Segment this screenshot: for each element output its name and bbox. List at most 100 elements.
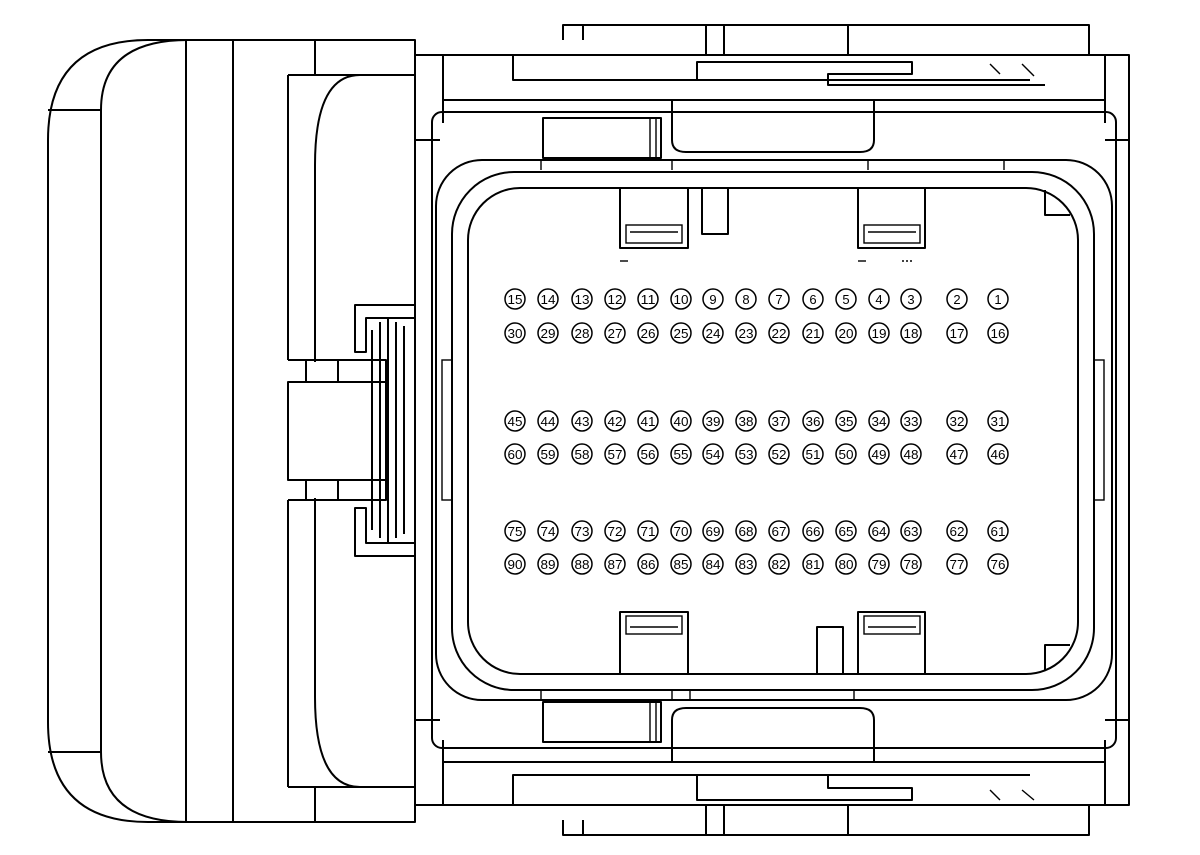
- pin-number: 33: [904, 414, 919, 429]
- pin-number: 88: [575, 557, 590, 572]
- pin-ring: [802, 322, 824, 344]
- pin-ring: [670, 553, 692, 575]
- pin-cavity: 76: [987, 553, 1009, 575]
- pin-ring: [637, 520, 659, 542]
- pin-ring: [987, 288, 1009, 310]
- pin-number: 5: [842, 292, 849, 307]
- pin-number: 47: [950, 447, 965, 462]
- pin-ring: [900, 443, 922, 465]
- pin-cavity: 1: [987, 288, 1009, 310]
- pin-number: 68: [739, 524, 754, 539]
- pin-number: 13: [575, 292, 590, 307]
- pin-number: 11: [641, 292, 656, 307]
- pin-number: 80: [839, 557, 854, 572]
- pin-cavity: 20: [835, 322, 857, 344]
- seal-outline: [451, 171, 1095, 691]
- pin-number: 58: [575, 447, 590, 462]
- pin-ring: [768, 322, 790, 344]
- pin-cavity: 37: [768, 410, 790, 432]
- pin-cavity: 35: [835, 410, 857, 432]
- pin-ring: [900, 553, 922, 575]
- pin-cavity: 14: [537, 288, 559, 310]
- pin-ring: [735, 443, 757, 465]
- pin-cavity: 79: [868, 553, 890, 575]
- pin-number: 19: [872, 326, 887, 341]
- pin-cavity: 90: [504, 553, 526, 575]
- pin-cavity: 36: [802, 410, 824, 432]
- pin-ring: [670, 410, 692, 432]
- pin-number: 21: [806, 326, 821, 341]
- pin-ring: [900, 322, 922, 344]
- pin-cavity: 69: [702, 520, 724, 542]
- pin-ring: [537, 322, 559, 344]
- pin-number: 76: [991, 557, 1006, 572]
- pin-number: 31: [991, 414, 1006, 429]
- pin-ring: [768, 288, 790, 310]
- pin-number: 73: [575, 524, 590, 539]
- pin-ring: [987, 520, 1009, 542]
- pin-number: 52: [772, 447, 787, 462]
- pin-cavity: 11: [637, 288, 659, 310]
- pin-cavity: 61: [987, 520, 1009, 542]
- pin-ring: [702, 322, 724, 344]
- pin-number: 71: [641, 524, 656, 539]
- pin-number: 45: [508, 414, 523, 429]
- pin-number: 46: [991, 447, 1006, 462]
- pin-number: 86: [641, 557, 656, 572]
- pin-cavity: 63: [900, 520, 922, 542]
- pin-cavity: 49: [868, 443, 890, 465]
- pin-cavity: 48: [900, 443, 922, 465]
- pin-ring: [835, 288, 857, 310]
- bottom-keys: [619, 611, 926, 675]
- pin-ring: [735, 553, 757, 575]
- pin-ring: [504, 322, 526, 344]
- pin-ring: [670, 520, 692, 542]
- housing-outer: [414, 54, 1130, 806]
- pin-cavity: 60: [504, 443, 526, 465]
- pin-number: 18: [904, 326, 919, 341]
- pin-cavity: 87: [604, 553, 626, 575]
- pin-number: 75: [508, 524, 523, 539]
- pin-cavity: 19: [868, 322, 890, 344]
- bottom-lock: [512, 701, 1090, 836]
- pin-number: 27: [608, 326, 623, 341]
- pin-number: 12: [608, 292, 623, 307]
- pin-cavity: 45: [504, 410, 526, 432]
- pin-number: 62: [950, 524, 965, 539]
- pin-cavity: 30: [504, 322, 526, 344]
- pin-number: 79: [872, 557, 887, 572]
- pin-cavity: 23: [735, 322, 757, 344]
- pin-number: 16: [991, 326, 1006, 341]
- pin-ring: [504, 520, 526, 542]
- pin-ring: [900, 520, 922, 542]
- pin-cavity: 3: [900, 288, 922, 310]
- pin-number: 59: [541, 447, 556, 462]
- pin-ring: [571, 443, 593, 465]
- pin-cavity: 2: [946, 288, 968, 310]
- pin-number: 69: [706, 524, 721, 539]
- pin-ring: [768, 443, 790, 465]
- pin-number: 83: [739, 557, 754, 572]
- pin-ring: [670, 288, 692, 310]
- pin-ring: [702, 443, 724, 465]
- pin-cavity: 5: [835, 288, 857, 310]
- pin-ring: [868, 322, 890, 344]
- pin-cavity: 75: [504, 520, 526, 542]
- pin-cavity: 72: [604, 520, 626, 542]
- pin-ring: [900, 410, 922, 432]
- pin-number: 29: [541, 326, 556, 341]
- top-keys: [619, 187, 926, 262]
- pin-ring: [604, 288, 626, 310]
- pin-cavity: 78: [900, 553, 922, 575]
- pin-number: 60: [508, 447, 523, 462]
- pin-cavity: 59: [537, 443, 559, 465]
- pin-number: 51: [806, 447, 821, 462]
- pin-cavity: 64: [868, 520, 890, 542]
- pin-number: 50: [839, 447, 854, 462]
- pin-number: 44: [541, 414, 556, 429]
- pin-cavity: 86: [637, 553, 659, 575]
- pin-cavity: 74: [537, 520, 559, 542]
- pin-number: 74: [541, 524, 556, 539]
- pin-ring: [571, 410, 593, 432]
